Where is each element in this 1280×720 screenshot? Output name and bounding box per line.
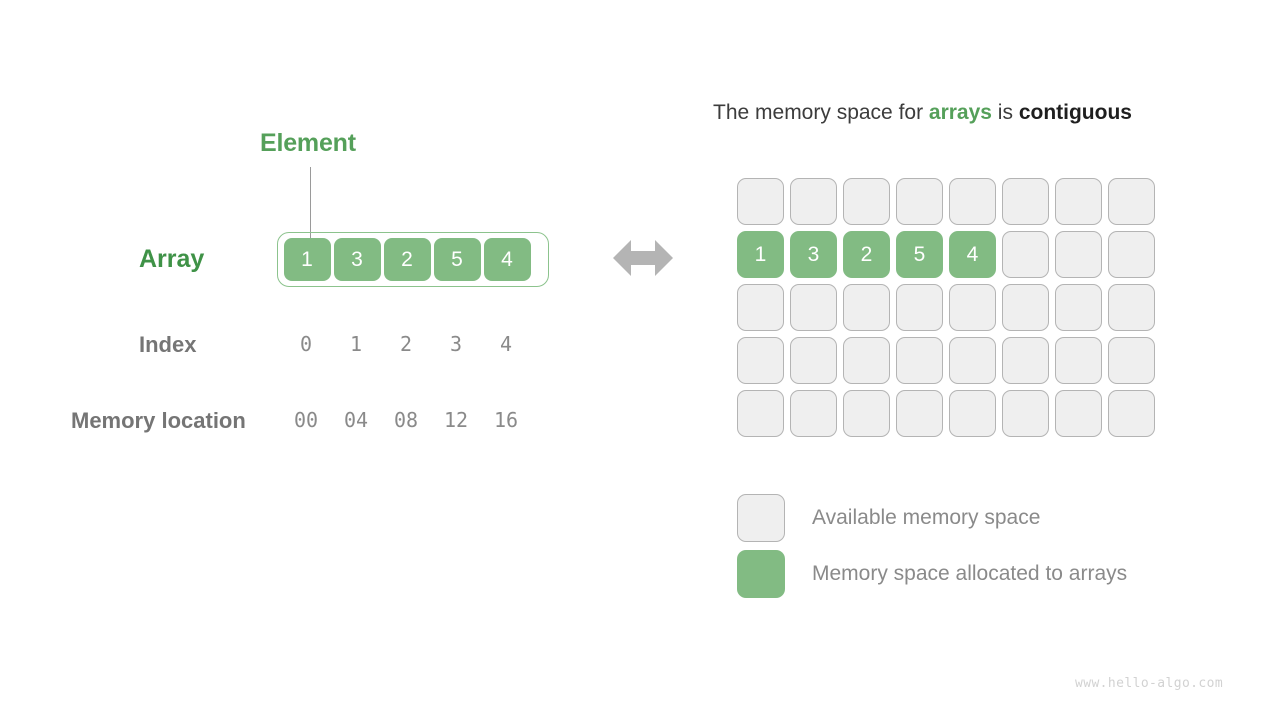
memory-cell-free[interactable] (843, 284, 890, 331)
memory-cell-free[interactable] (843, 337, 890, 384)
memory-grid: 1 3 2 5 4 (737, 178, 1155, 437)
memory-cell-allocated[interactable]: 2 (843, 231, 890, 278)
index-row-label: Index (139, 332, 197, 357)
array-cell[interactable]: 5 (433, 238, 481, 281)
memory-cell-free[interactable] (1108, 337, 1155, 384)
memory-cell-free[interactable] (843, 178, 890, 225)
element-callout-label: Element (260, 129, 356, 157)
memory-cell-free[interactable] (1002, 337, 1049, 384)
legend: Available memory space Memory space allo… (737, 494, 1127, 606)
memory-title-part1: The memory space for (713, 101, 929, 124)
memory-cell-free[interactable] (949, 284, 996, 331)
memory-location-value: 08 (393, 408, 419, 432)
memory-cell-free[interactable] (737, 390, 784, 437)
array-row-label: Array (139, 245, 205, 273)
memory-cell-allocated[interactable]: 3 (790, 231, 837, 278)
memory-grid-row-allocated: 1 3 2 5 4 (737, 231, 1155, 278)
legend-item-allocated: Memory space allocated to arrays (737, 550, 1127, 598)
memory-grid-row (737, 337, 1155, 384)
array-container: 1 3 2 5 4 (277, 232, 549, 287)
memory-location-row-label: Memory location (71, 408, 246, 433)
memory-cell-allocated[interactable]: 4 (949, 231, 996, 278)
legend-label: Available memory space (812, 506, 1041, 529)
array-cell[interactable]: 4 (483, 238, 531, 281)
memory-cell-free[interactable] (1055, 337, 1102, 384)
memory-grid-row (737, 178, 1155, 225)
memory-title-highlight-arrays: arrays (928, 101, 992, 124)
memory-location-value: 00 (293, 408, 319, 432)
memory-cell-free[interactable] (737, 178, 784, 225)
memory-title: The memory space for arrays is contiguou… (713, 101, 1132, 125)
legend-label: Memory space allocated to arrays (812, 562, 1128, 585)
array-cell[interactable]: 3 (333, 238, 381, 281)
memory-location-value: 16 (493, 408, 519, 432)
index-value: 1 (349, 332, 363, 356)
double-headed-arrow-icon (613, 240, 673, 276)
index-value: 4 (499, 332, 513, 356)
memory-cell-free[interactable] (1002, 178, 1049, 225)
memory-cell-free[interactable] (896, 178, 943, 225)
memory-cell-free[interactable] (1108, 390, 1155, 437)
memory-cell-free[interactable] (896, 337, 943, 384)
memory-cell-free[interactable] (790, 284, 837, 331)
memory-cell-free[interactable] (949, 178, 996, 225)
memory-cell-free[interactable] (1002, 284, 1049, 331)
legend-item-available: Available memory space (737, 494, 1127, 542)
memory-cell-free[interactable] (737, 284, 784, 331)
memory-cell-allocated[interactable]: 5 (896, 231, 943, 278)
memory-cell-free[interactable] (949, 390, 996, 437)
memory-cell-free[interactable] (790, 337, 837, 384)
legend-swatch-allocated-icon (737, 550, 785, 598)
memory-cell-free[interactable] (1055, 231, 1102, 278)
index-value: 3 (449, 332, 463, 356)
memory-cell-free[interactable] (843, 390, 890, 437)
memory-cell-free[interactable] (790, 178, 837, 225)
memory-title-highlight-contiguous: contiguous (1018, 101, 1132, 124)
index-value: 2 (399, 332, 413, 356)
memory-cell-free[interactable] (737, 337, 784, 384)
legend-swatch-free-icon (737, 494, 785, 542)
memory-grid-row (737, 390, 1155, 437)
index-value-row: 0 1 2 3 4 (277, 332, 549, 356)
memory-cell-free[interactable] (1055, 178, 1102, 225)
memory-cell-allocated[interactable]: 1 (737, 231, 784, 278)
memory-cell-free[interactable] (1108, 178, 1155, 225)
index-value: 0 (299, 332, 313, 356)
memory-grid-row (737, 284, 1155, 331)
memory-title-part2: is (991, 101, 1019, 124)
memory-location-value: 12 (443, 408, 469, 432)
array-cell[interactable]: 1 (283, 238, 331, 281)
memory-cell-free[interactable] (1002, 390, 1049, 437)
memory-cell-free[interactable] (1055, 390, 1102, 437)
memory-location-value: 04 (343, 408, 369, 432)
memory-cell-free[interactable] (1108, 284, 1155, 331)
array-cell[interactable]: 2 (383, 238, 431, 281)
memory-location-value-row: 00 04 08 12 16 (277, 408, 549, 432)
memory-cell-free[interactable] (896, 390, 943, 437)
memory-cell-free[interactable] (1055, 284, 1102, 331)
memory-cell-free[interactable] (790, 390, 837, 437)
memory-cell-free[interactable] (1002, 231, 1049, 278)
element-callout-connector-line (310, 167, 311, 238)
memory-cell-free[interactable] (949, 337, 996, 384)
memory-cell-free[interactable] (896, 284, 943, 331)
watermark: www.hello-algo.com (1075, 676, 1224, 691)
memory-cell-free[interactable] (1108, 231, 1155, 278)
